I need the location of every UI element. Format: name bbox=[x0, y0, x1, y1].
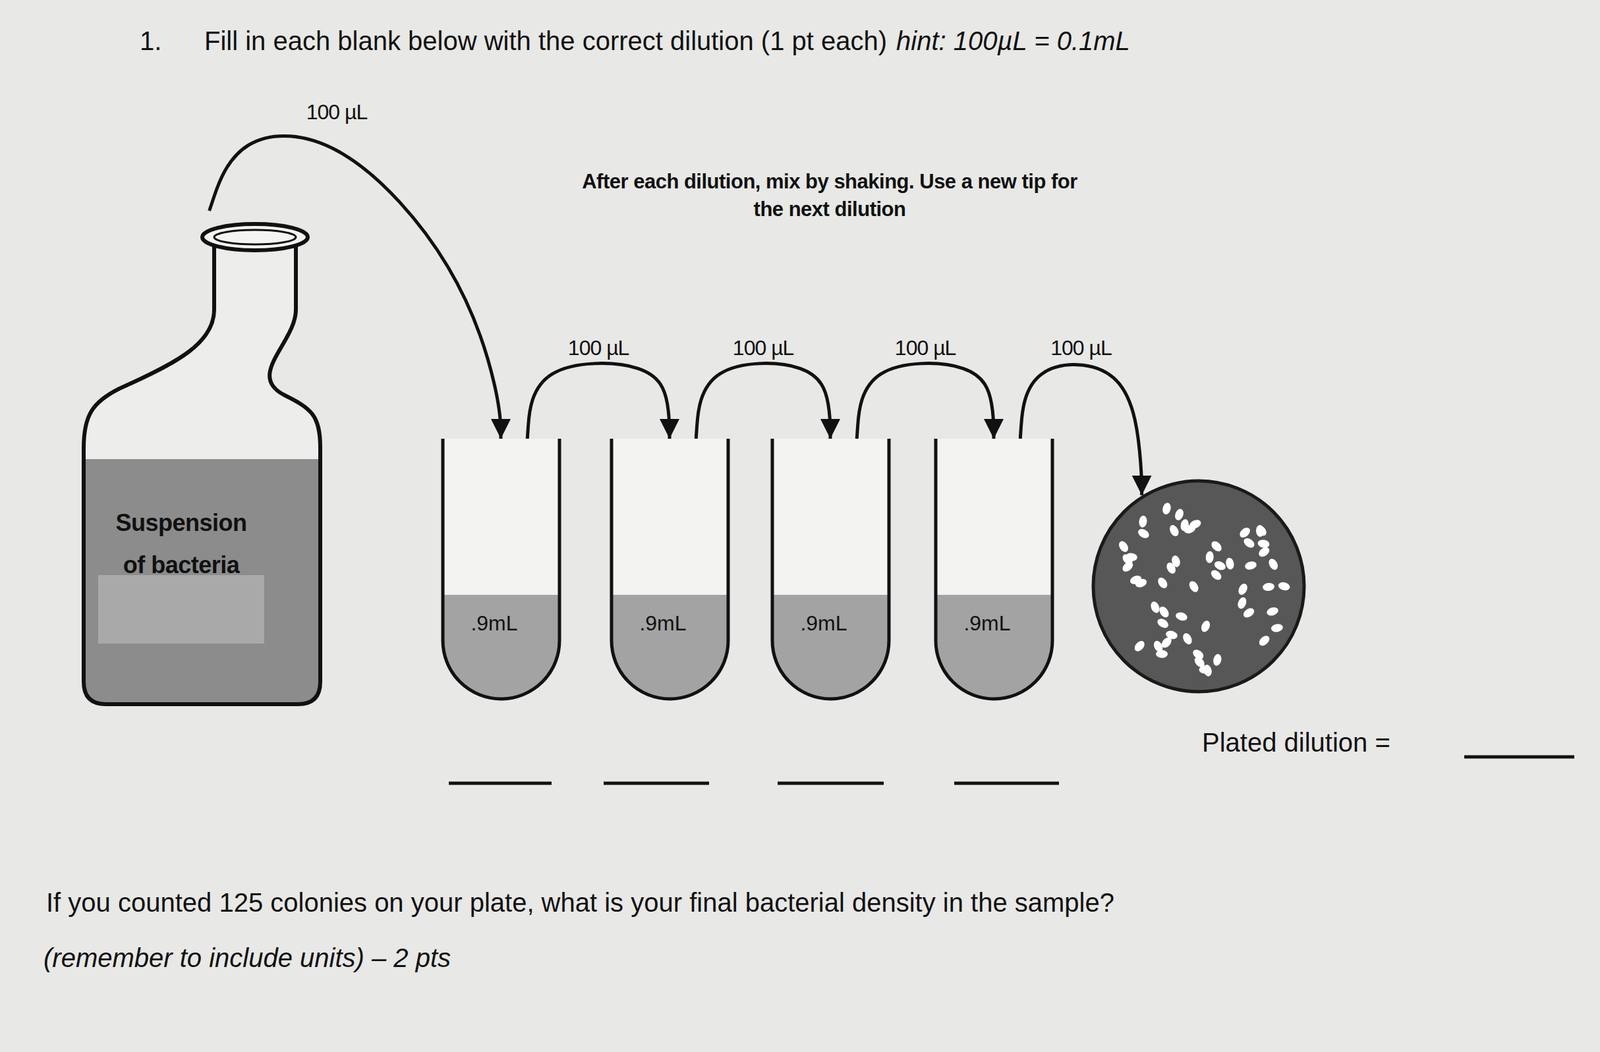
tube-glass bbox=[442, 438, 560, 700]
colony bbox=[1165, 629, 1179, 642]
colony bbox=[1167, 523, 1181, 539]
shape-outline bbox=[79, 210, 325, 709]
volume-label: .9mL bbox=[800, 611, 847, 636]
tube-glass bbox=[935, 438, 1053, 700]
colony bbox=[1242, 536, 1257, 550]
colony bbox=[1254, 523, 1269, 538]
volume-transfer-label: 100 µL bbox=[892, 336, 959, 361]
points-note: (remember to include units) – 2 pts bbox=[43, 943, 451, 974]
volume-label: .9mL bbox=[470, 611, 518, 636]
colony bbox=[1116, 539, 1131, 555]
colony bbox=[1241, 606, 1257, 620]
volume-transfer-label: 100 µL bbox=[565, 336, 632, 361]
colony bbox=[1165, 561, 1178, 576]
colony bbox=[1270, 623, 1284, 634]
colony bbox=[1237, 525, 1252, 540]
colony bbox=[1209, 568, 1224, 582]
dilution-tube: .9mL bbox=[609, 438, 731, 704]
colony bbox=[1213, 559, 1228, 572]
colony bbox=[1174, 610, 1189, 623]
colony bbox=[1155, 575, 1170, 591]
shape-outline bbox=[1091, 479, 1307, 694]
colony bbox=[1173, 508, 1185, 522]
dilution-tube: .9mL bbox=[440, 438, 562, 704]
colony bbox=[1244, 560, 1258, 571]
answer-blank bbox=[448, 782, 552, 786]
colony bbox=[1182, 523, 1197, 536]
colony bbox=[1124, 552, 1138, 563]
bacterial-suspension bbox=[83, 459, 321, 705]
volume-transfer-label: 100 µL bbox=[303, 100, 371, 125]
volume-transfer-label: 100 µL bbox=[1047, 336, 1115, 361]
colony bbox=[1199, 619, 1212, 634]
colony bbox=[1192, 655, 1207, 669]
colony bbox=[1256, 525, 1265, 538]
transfer-arrow bbox=[527, 363, 670, 439]
transfer-arrow bbox=[856, 363, 994, 439]
bottle-lip bbox=[202, 224, 308, 251]
colony bbox=[1180, 631, 1194, 647]
colony bbox=[1136, 527, 1152, 540]
plate-caption: Plated dilution = bbox=[1201, 728, 1391, 758]
colony bbox=[1138, 515, 1148, 528]
shape-outline bbox=[770, 438, 891, 704]
colony bbox=[1265, 606, 1280, 618]
colony bbox=[1149, 600, 1162, 615]
hint-note: hint: 100µL = 0.1mL bbox=[896, 26, 1131, 57]
colony bbox=[1157, 604, 1171, 620]
colony bbox=[1261, 582, 1275, 592]
volume-label: .9mL bbox=[639, 611, 686, 636]
bottle-body bbox=[83, 237, 321, 705]
bottle-outline bbox=[83, 237, 321, 705]
tube-outline bbox=[611, 438, 729, 700]
answer-blank bbox=[603, 782, 710, 786]
colony bbox=[1236, 582, 1250, 598]
instruction-note: After each dilution, mix by shaking. Use… bbox=[569, 168, 1090, 224]
tube-outline bbox=[442, 438, 560, 700]
bottle-label: Suspension of bacteria bbox=[115, 502, 247, 587]
question-number: 1. bbox=[139, 26, 162, 57]
colony bbox=[1187, 579, 1201, 595]
tube-outline bbox=[772, 438, 889, 700]
transfer-arrow bbox=[695, 363, 831, 439]
label-patch bbox=[98, 575, 265, 644]
shape-outline bbox=[933, 438, 1055, 704]
dilution-tube: .9mL bbox=[770, 438, 891, 704]
tube-outline bbox=[935, 438, 1053, 700]
colonies bbox=[1116, 502, 1291, 678]
tube-glass bbox=[611, 438, 729, 700]
dilution-tube: .9mL bbox=[933, 438, 1055, 704]
colony bbox=[1267, 557, 1280, 572]
volume-transfer-label: 100 µL bbox=[730, 336, 797, 361]
colony bbox=[1225, 557, 1235, 571]
question-title: Fill in each blank below with the correc… bbox=[204, 26, 887, 57]
colony bbox=[1277, 581, 1291, 592]
question-text: If you counted 125 colonies on your plat… bbox=[46, 888, 1115, 918]
answer-blank bbox=[1464, 755, 1575, 760]
culture-bottle: Suspension of bacteria bbox=[79, 210, 325, 709]
colony bbox=[1236, 596, 1249, 611]
colony bbox=[1257, 633, 1272, 648]
colony bbox=[1132, 639, 1147, 654]
colony bbox=[1155, 616, 1171, 630]
colony bbox=[1128, 573, 1143, 586]
plate-agar bbox=[1093, 481, 1305, 692]
tube-glass bbox=[772, 438, 889, 700]
answer-blank bbox=[777, 782, 884, 786]
agar-plate: Plated dilution = bbox=[1091, 479, 1307, 694]
answer-blank bbox=[954, 782, 1059, 786]
volume-label: .9mL bbox=[963, 611, 1011, 636]
colony bbox=[1257, 539, 1271, 549]
bottle-mouth bbox=[214, 229, 296, 245]
shape-outline bbox=[609, 438, 731, 704]
colony bbox=[1161, 502, 1173, 516]
blank-lines bbox=[448, 757, 1575, 784]
colony bbox=[1212, 653, 1223, 667]
colony bbox=[1209, 539, 1224, 554]
colony bbox=[1205, 550, 1214, 564]
shape-outline bbox=[440, 438, 562, 704]
